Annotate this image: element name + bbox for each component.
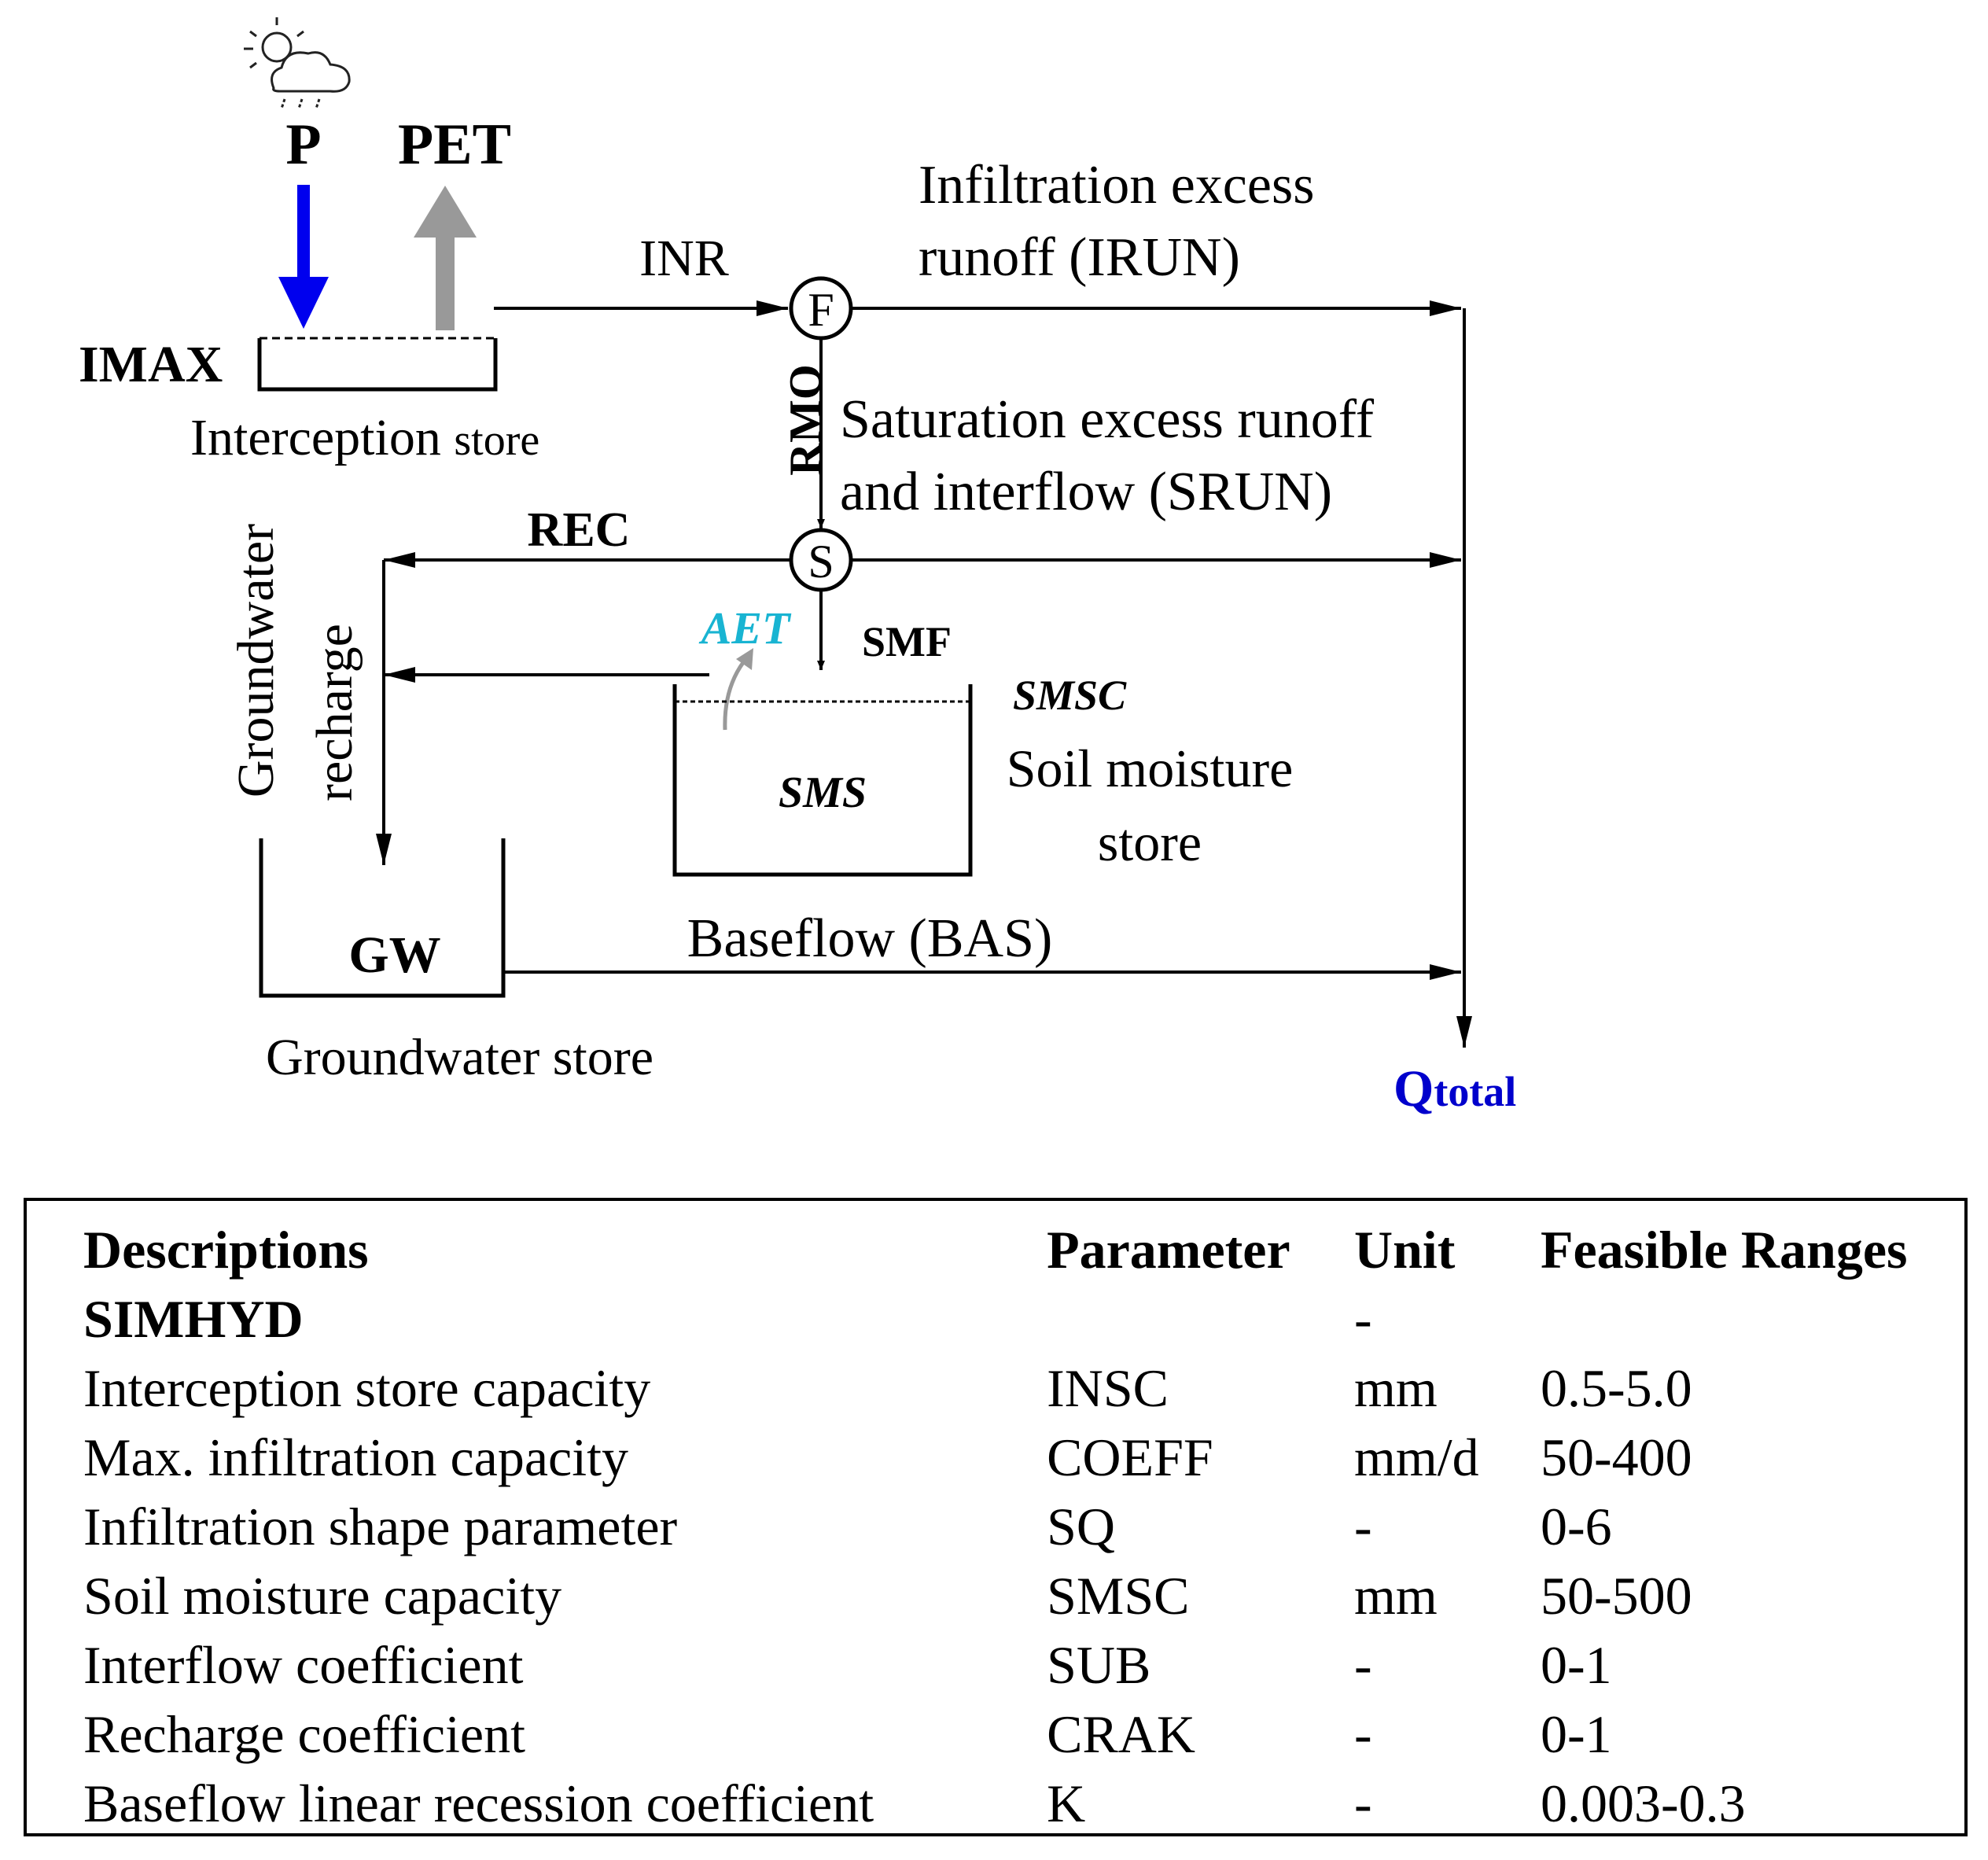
cell-range: 0.5-5.0 (1540, 1358, 1692, 1418)
groundwater-store (259, 838, 506, 998)
table-row: Interception store capacity INSC mm 0.5-5.0 (83, 1354, 1964, 1423)
imax-label: IMAX (79, 336, 223, 393)
cell-unit: - (1353, 1773, 1372, 1833)
aet-arrow (723, 656, 749, 731)
smsc-label: SMSC (1013, 672, 1127, 719)
pet-arrow (414, 186, 477, 330)
cell-parameter: INSC (1047, 1358, 1169, 1418)
f-node-label: F (808, 284, 834, 336)
cell-description: Interflow coefficient (83, 1635, 524, 1695)
interception-store (257, 337, 498, 392)
soil-store-label-line1: Soil moisture (1007, 738, 1294, 798)
srun-label-line2: and interflow (SRUN) (840, 462, 1332, 522)
cell-description: Interception store capacity (83, 1358, 651, 1418)
cell-parameter: COEFF (1047, 1427, 1213, 1487)
table-group-row: SIMHYD - (83, 1284, 1964, 1354)
f-node: F (789, 276, 853, 341)
cell-unit: mm (1353, 1358, 1438, 1418)
cell-unit: - (1353, 1704, 1372, 1764)
gw-recharge-label-line2: recharge (306, 624, 363, 801)
srun-label-line1: Saturation excess runoff (840, 389, 1375, 450)
table-row: Recharge coefficient CRAK - 0-1 (83, 1700, 1964, 1769)
header-parameter: Parameter (1047, 1220, 1290, 1280)
simhyd-model-diagram: P PET IMAX Interception store INR F Infi… (79, 17, 1516, 1118)
interception-store-label-suffix: store (454, 416, 539, 465)
inr-label: INR (639, 230, 729, 287)
cell-parameter: K (1047, 1773, 1086, 1833)
s-node-label: S (808, 536, 834, 587)
group-range (1541, 1284, 1964, 1354)
smf-label: SMF (862, 618, 952, 665)
table-row: Infiltration shape parameter SQ - 0-6 (83, 1492, 1964, 1561)
cell-range: 0-1 (1540, 1704, 1612, 1764)
cell-range: 0-6 (1540, 1497, 1612, 1556)
cell-description: Baseflow linear recession coefficient (83, 1773, 874, 1833)
group-parameter (1047, 1284, 1354, 1354)
cell-description: Max. infiltration capacity (83, 1427, 628, 1487)
cell-parameter: CRAK (1047, 1704, 1196, 1764)
table-row: Max. infiltration capacity COEFF mm/d 50-40… (83, 1423, 1964, 1492)
interception-store-label-main: Interception (190, 409, 441, 466)
pet-label: PET (398, 112, 511, 177)
s-node: S (789, 528, 853, 592)
cell-unit: mm/d (1353, 1427, 1479, 1487)
gw-label: GW (348, 926, 440, 984)
parameter-table: Descriptions Parameter Unit Feasible Ran… (83, 1215, 1964, 1838)
cell-range: 0-1 (1540, 1635, 1612, 1695)
aet-label: AET (699, 602, 792, 654)
groundwater-store-label: Groundwater store (266, 1029, 653, 1086)
table-row: Baseflow linear recession coefficient K - 0… (83, 1769, 1964, 1838)
header-ranges: Feasible Ranges (1540, 1220, 1908, 1280)
rmo-label: RMO (779, 364, 830, 476)
irun-label-line2: runoff (IRUN) (919, 227, 1240, 288)
qtotal-label: Qtotal (1393, 1060, 1516, 1118)
soil-moisture-store (672, 684, 973, 877)
cell-description: Infiltration shape parameter (83, 1497, 678, 1556)
table-header-row: Descriptions Parameter Unit Feasible Ran… (83, 1215, 1964, 1284)
precipitation-label: P (285, 112, 321, 177)
qtotal-label-sub: total (1434, 1068, 1516, 1115)
table-row: Interflow coefficient SUB - 0-1 (83, 1630, 1964, 1700)
table-row: Soil moisture capacity SMSC mm 50-500 (83, 1561, 1964, 1630)
header-unit: Unit (1353, 1220, 1456, 1280)
aet-arrowhead (736, 648, 753, 670)
parameter-table-box: Descriptions Parameter Unit Feasible Ran… (24, 1198, 1968, 1836)
cell-parameter: SMSC (1047, 1566, 1190, 1626)
cell-parameter: SUB (1047, 1635, 1151, 1695)
gw-recharge-label-line1: Groundwater (227, 524, 285, 797)
cell-range: 50-500 (1540, 1566, 1692, 1626)
cell-description: Soil moisture capacity (83, 1566, 562, 1626)
cell-unit: - (1353, 1497, 1372, 1556)
cell-description: Recharge coefficient (83, 1704, 525, 1764)
rec-label: REC (528, 503, 631, 557)
sms-label: SMS (779, 768, 867, 817)
precipitation-arrow (278, 185, 329, 329)
cell-unit: mm (1353, 1566, 1438, 1626)
cell-range: 0.003-0.3 (1540, 1773, 1746, 1833)
qtotal-label-main: Q (1393, 1060, 1434, 1118)
header-descriptions: Descriptions (83, 1220, 369, 1280)
irun-label-line1: Infiltration excess (919, 155, 1314, 215)
interception-store-label: Interception store (190, 409, 539, 466)
baseflow-label: Baseflow (BAS) (687, 908, 1053, 969)
cell-parameter: SQ (1047, 1497, 1116, 1556)
cell-unit: - (1353, 1635, 1372, 1695)
group-label: SIMHYD (83, 1289, 304, 1349)
group-unit: - (1353, 1289, 1372, 1349)
cell-range: 50-400 (1540, 1427, 1692, 1487)
weather-sun-cloud-rain-icon (244, 17, 351, 109)
soil-store-label-line2: store (1098, 812, 1202, 872)
